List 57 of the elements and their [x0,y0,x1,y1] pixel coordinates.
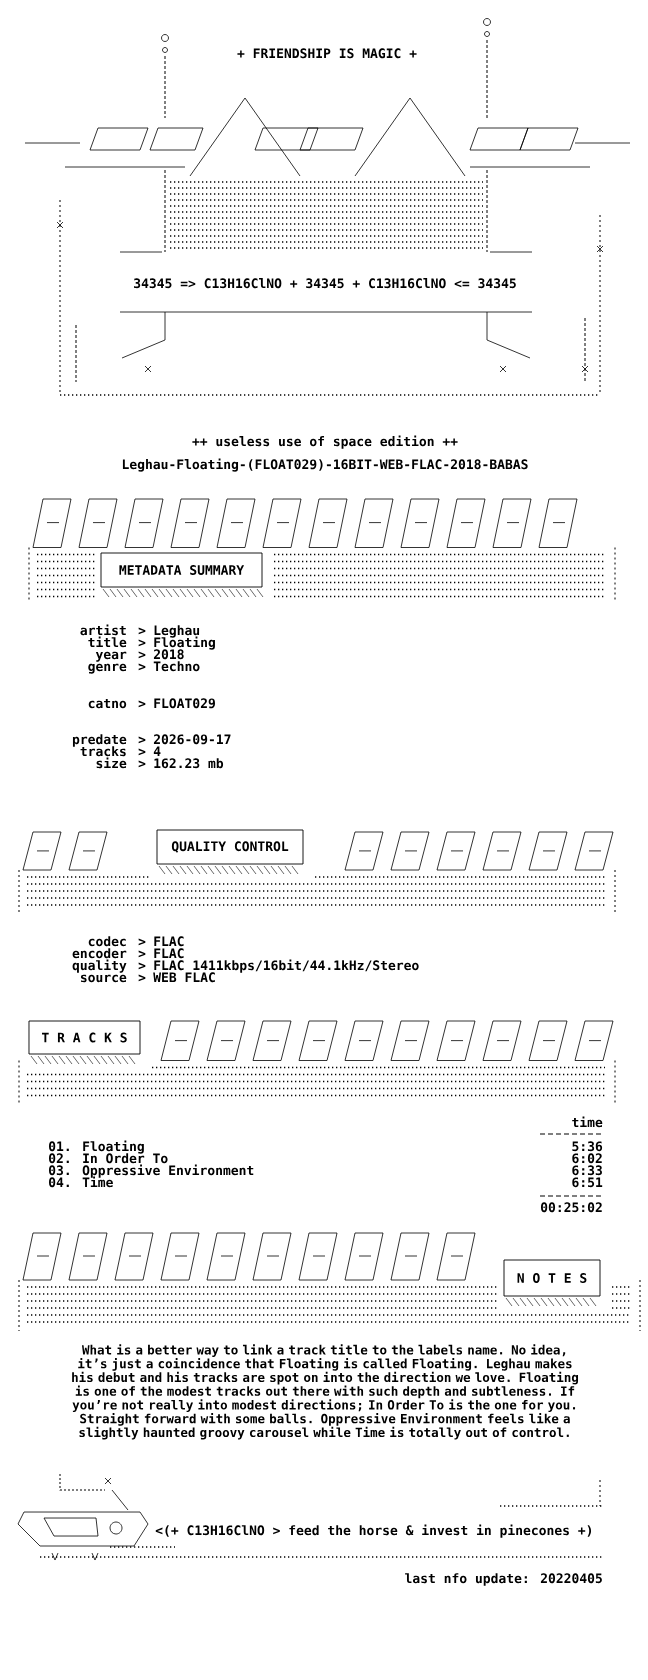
notes-paragraph: What is a better way to link a track title to the labels name. No idea, it’s just a coincidence that Floating is called Floating. Leghau makes his debut and his tracks are spot on into the direction we love. Floating is one of the modest tracks out there with such depth and subtleness. If you’re not really into modest directions; In Order To is the one for you. Straight forward with some balls. Oppressive Environment feels like a slightly haunted groovy carousel while Time is totally out of control. [72,1344,578,1440]
field-name: size [96,757,127,769]
track-time: 6:51 [572,1177,603,1188]
field-value: Techno [153,661,200,672]
track-title: 02. In Order To [49,1153,168,1164]
track-title: 01. Floating [49,1140,144,1154]
field-name: source [80,974,127,983]
edition-text: ++ useless use of space edition ++ [192,435,458,449]
column-heading: time [572,1116,603,1128]
separator: > [138,974,146,982]
track-time: 6:33 [572,1165,602,1176]
tagline-text: <(+ C13H16ClNO > feed the horse & invest in pinecones +) [155,1524,592,1538]
separator: > [138,700,146,708]
field-name: year [95,651,127,662]
field-name: predate [72,734,127,747]
field-name: codec [88,936,126,947]
track-title: 04. Time [49,1176,113,1188]
field-name: artist [80,624,126,636]
track-time: 6:02 [572,1153,602,1164]
field-value: FLOAT029 [154,698,215,709]
total-time: 00:25:02 [541,1202,602,1213]
field-value: FLAC 1411kbps/16bit/44.1kHz/Stereo [154,959,419,973]
separator: > [138,962,146,970]
track-time: 5:36 [572,1141,603,1152]
separator: > [138,950,146,958]
section-header-box: N O T E S [503,1259,601,1307]
field-value: 2026-09-17 [153,734,231,745]
field-name: title [88,636,127,648]
banner-text: 34345 => C13H16ClNO + 34345 + C13H16ClNO <= 34345 [134,278,516,289]
field-value: 162.23 mb [154,758,224,769]
separator: > [138,736,146,744]
slogan-text: + FRIENDSHIP IS MAGIC + [237,48,417,59]
field-name: tracks [80,746,126,757]
separator: > [138,760,146,768]
separator: > [138,938,146,946]
field-value: Floating [154,636,215,650]
separator: > [138,651,146,659]
separator: > [138,663,146,671]
separator: > [138,748,146,756]
update-note: last nfo update: 20220405 [405,1573,602,1586]
field-value: FLAC [154,936,184,947]
field-name: genre [88,663,127,674]
section-header-box: METADATA SUMMARY [100,552,264,598]
release-name: Leghau-Floating-(FLOAT029)-16BIT-WEB-FLAC-2018-BABAS [122,458,528,472]
field-value: 2018 [153,649,184,660]
section-header-box: T R A C K S [28,1020,141,1065]
field-name: catno [88,698,127,709]
field-name: encoder [72,948,127,959]
separator: > [138,627,146,635]
field-value: 4 [153,746,161,756]
separator: > [138,639,146,647]
section-header-box: QUALITY CONTROL [156,829,304,875]
track-title: 03. Oppressive Environment [49,1164,254,1178]
field-value: FLAC [154,948,184,959]
field-value: WEB FLAC [153,972,215,983]
field-value: Leghau [154,625,200,638]
field-name: quality [72,959,127,973]
